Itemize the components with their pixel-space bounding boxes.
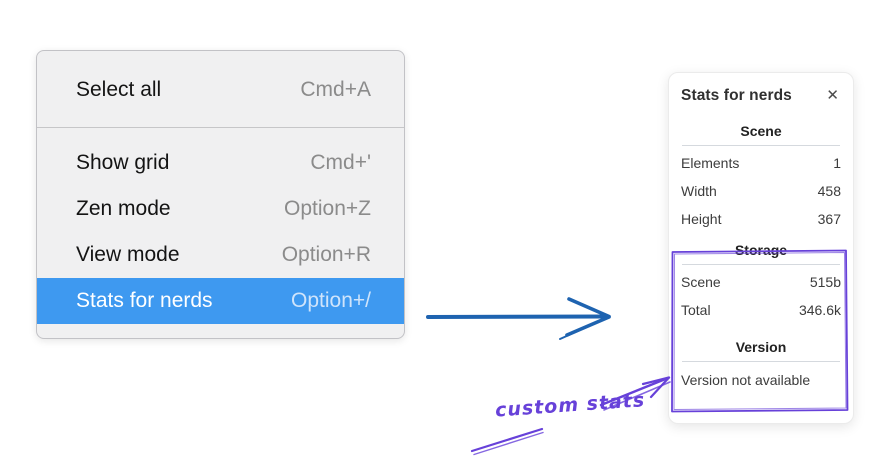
stat-value: 1 [833,155,841,171]
menu-item-shortcut: Cmd+A [300,78,371,101]
section-storage: Storage Scene 515b Total 346.6k [681,242,841,324]
menu-item-shortcut: Cmd+' [310,151,371,174]
menu-item-view-mode[interactable]: View mode Option+R [37,232,404,278]
context-menu: Select all Cmd+A Show grid Cmd+' Zen mod… [36,50,405,339]
menu-item-shortcut: Option+Z [284,197,371,220]
section-divider [682,264,840,265]
blue-arrow [426,297,611,340]
stat-label: Total [681,302,711,318]
menu-item-label: Stats for nerds [76,289,213,312]
menu-item-label: Zen mode [76,197,171,220]
stat-label: Scene [681,274,721,290]
menu-item-label: View mode [76,243,180,266]
menu-item-show-grid[interactable]: Show grid Cmd+' [37,140,404,186]
menu-divider [37,127,404,128]
stats-panel-title: Stats for nerds [681,86,792,104]
section-storage-header: Storage [734,242,788,258]
stat-row-height: Height 367 [681,205,841,233]
menu-item-label: Select all [76,78,162,101]
menu-item-shortcut: Option+/ [291,289,371,312]
stat-label: Width [681,183,717,199]
stat-value: 515b [809,274,841,290]
stat-value: 346.6k [798,302,841,318]
stat-value: 367 [817,211,841,227]
menu-item-stats-for-nerds[interactable]: Stats for nerds Option+/ [37,278,404,324]
menu-item-shortcut: Option+R [281,243,371,266]
stat-value: 458 [817,183,841,199]
stats-panel-header: Stats for nerds ✕ [681,86,841,105]
section-divider [682,145,840,146]
section-version-header: Version [735,339,787,355]
stat-row-scene-size: Scene 515b [681,268,841,296]
stat-row-elements: Elements 1 [681,149,841,177]
section-scene: Scene Elements 1 Width 458 Height 367 [681,123,841,233]
section-version: Version Version not available [681,339,841,395]
stats-panel: Stats for nerds ✕ Scene Elements 1 Width… [668,72,854,424]
stat-row-total-size: Total 346.6k [681,296,841,324]
section-divider [682,361,840,362]
version-note: Version not available [681,372,811,388]
stat-label: Elements [681,155,740,171]
menu-item-label: Show grid [76,151,170,174]
menu-item-zen-mode[interactable]: Zen mode Option+Z [37,186,404,232]
menu-item-select-all[interactable]: Select all Cmd+A [37,63,404,117]
annotation-tail-stroke [470,427,544,456]
stat-label: Height [681,211,722,227]
section-scene-header: Scene [740,123,782,139]
annotation-label: custom stats [494,389,646,422]
close-icon[interactable]: ✕ [826,87,839,104]
stat-row-width: Width 458 [681,177,841,205]
